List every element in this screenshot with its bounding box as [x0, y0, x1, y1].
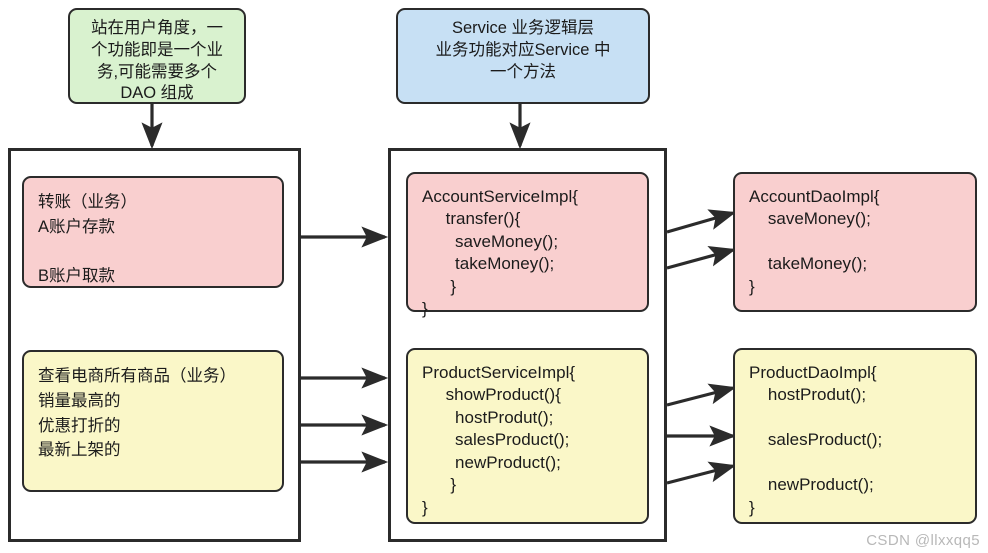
arrow-product-service-to-host-produt — [666, 383, 737, 407]
transfer-business-card[interactable]: 转账（业务） A账户存款 B账户取款 — [22, 176, 284, 288]
account-dao-impl-card[interactable]: AccountDaoImpl{ saveMoney(); takeMoney()… — [733, 172, 977, 312]
product-business-card[interactable]: 查看电商所有商品（业务） 销量最高的 优惠打折的 最新上架的 — [22, 350, 284, 492]
business-container — [8, 148, 301, 542]
product-service-impl-card[interactable]: ProductServiceImpl{ showProduct(){ hostP… — [406, 348, 649, 524]
watermark: CSDN @llxxqq5 — [866, 532, 980, 549]
arrow-product-service-to-new-product — [666, 461, 737, 485]
user-perspective-note: 站在用户角度，一 个功能即是一个业 务,可能需要多个 DAO 组成 — [68, 8, 246, 104]
account-service-impl-card[interactable]: AccountServiceImpl{ transfer(){ saveMone… — [406, 172, 649, 318]
service-layer-note: Service 业务逻辑层 业务功能对应Service 中 一个方法 — [396, 8, 650, 104]
arrow-account-service-to-take-money — [666, 246, 737, 270]
product-dao-impl-card[interactable]: ProductDaoImpl{ hostProdut(); salesProdu… — [733, 348, 977, 524]
service-container — [388, 148, 667, 542]
arrow-account-service-to-save-money — [666, 209, 737, 234]
